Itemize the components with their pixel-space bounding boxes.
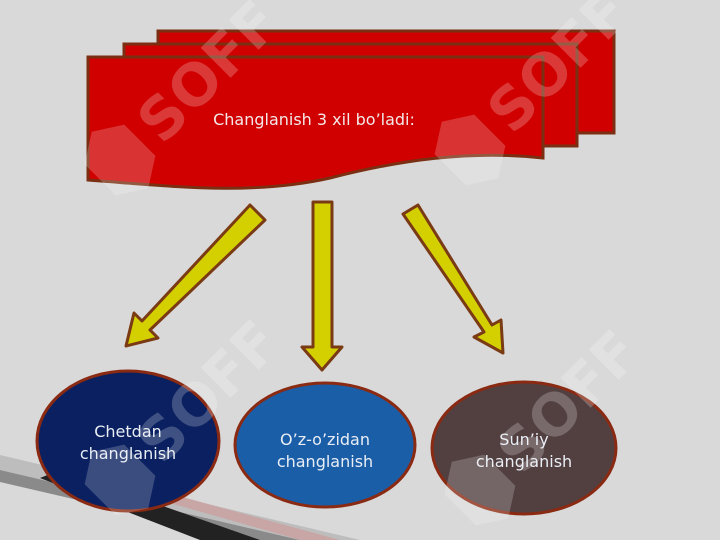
node-1-line-1: Chetdan xyxy=(94,422,162,441)
arrow-left xyxy=(124,203,267,348)
banner-stack: Changlanish 3 xil bo’ladi: xyxy=(86,29,616,190)
node-2-line-2: changlanish xyxy=(277,452,373,471)
category-node-2: O’z-o’zidan changlanish xyxy=(233,381,417,509)
arrow-right xyxy=(401,203,505,355)
banner-front-sheet xyxy=(86,55,545,190)
category-node-3: Sun’iy changlanish xyxy=(430,380,618,516)
node-3-line-1: Sun’iy xyxy=(499,430,548,449)
arrow-center xyxy=(300,200,344,372)
node-1-line-2: changlanish xyxy=(80,444,176,463)
category-node-1: Chetdan changlanish xyxy=(35,369,221,513)
arrows xyxy=(124,200,505,372)
banner-title: Changlanish 3 xil bo’ladi: xyxy=(213,110,415,129)
node-3-line-2: changlanish xyxy=(476,452,572,471)
node-2-line-1: O’z-o’zidan xyxy=(280,430,370,449)
